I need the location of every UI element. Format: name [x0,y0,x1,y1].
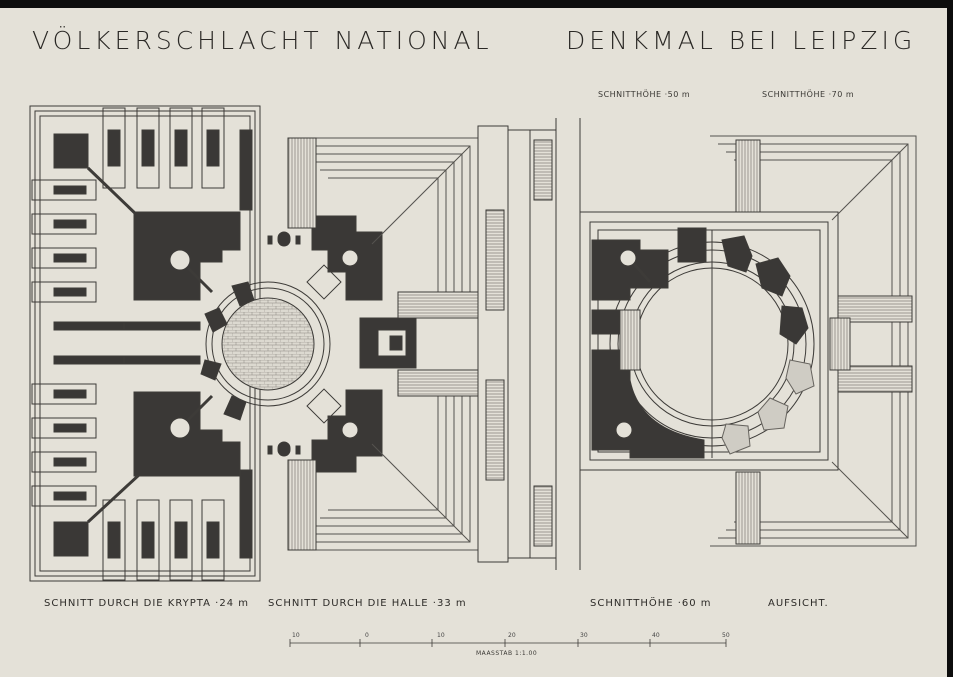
label-crypt: SCHNITT DURCH DIE KRYPTA ·24 m [44,598,249,609]
label-section-60: SCHNITTHÖHE ·60 m [590,598,712,609]
title-left: VÖLKERSCHLACHT NATIONAL [32,26,493,55]
top-border [0,0,953,8]
label-section-50: SCHNITTHÖHE ·50 m [598,90,691,99]
label-section-70: SCHNITTHÖHE ·70 m [762,90,855,99]
label-hall: SCHNITT DURCH DIE HALLE ·33 m [268,598,467,609]
label-top-view: AUFSICHT. [768,598,829,609]
scale-tick-6: 50 [722,632,730,639]
scale-tick-4: 30 [580,632,588,639]
scale-tick-2: 10 [437,632,445,639]
scale-tick-1: 0 [365,632,369,639]
right-plan [579,135,917,547]
title-right: DENKMAL BEI LEIPZIG [566,26,917,55]
central-band [477,118,581,570]
scale-tick-3: 20 [508,632,516,639]
scale-tick-5: 40 [652,632,660,639]
scale-caption: MAASSTAB 1:1.00 [476,650,538,657]
right-border [947,0,953,677]
left-plan [29,105,479,582]
scale-tick-0: 10 [292,632,300,639]
scale-bar [289,639,727,647]
